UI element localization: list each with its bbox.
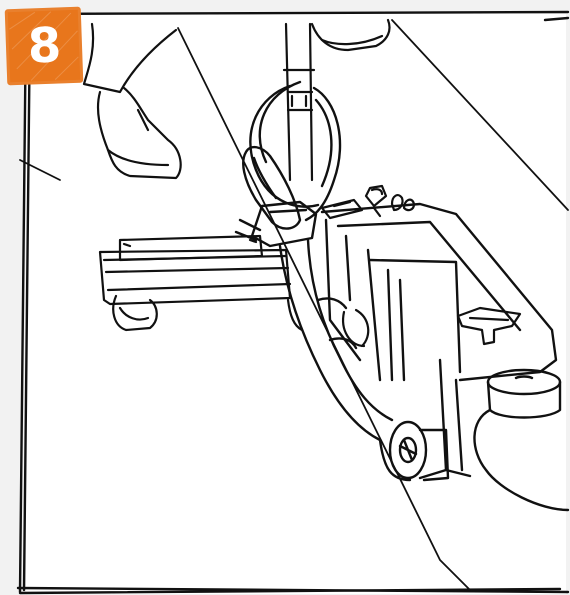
operator-legs bbox=[82, 18, 391, 180]
handle-tube bbox=[282, 22, 316, 182]
step-badge: 8 bbox=[4, 6, 84, 86]
step-number: 8 bbox=[26, 17, 62, 75]
machine-body bbox=[320, 202, 558, 480]
badge-texture bbox=[9, 11, 79, 81]
panel-border bbox=[16, 10, 570, 595]
round-cap bbox=[473, 368, 570, 512]
front-squeegee bbox=[98, 234, 304, 332]
front-caster bbox=[342, 308, 370, 348]
rear-wheel bbox=[378, 420, 450, 482]
hand-grip bbox=[234, 145, 318, 248]
control-knobs bbox=[320, 184, 416, 220]
hose-loop bbox=[249, 80, 342, 222]
top-handle bbox=[456, 306, 522, 346]
